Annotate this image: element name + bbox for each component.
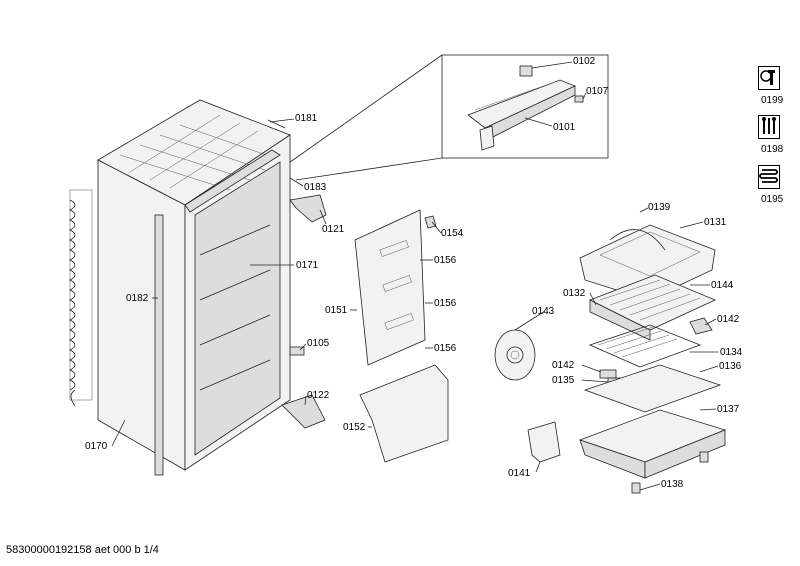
label-0101: 0101 [553, 122, 576, 133]
part-0181 [184, 149, 281, 213]
label-0135: 0135 [552, 375, 575, 386]
label-0122: 0122 [307, 390, 330, 401]
part-0107 [574, 95, 584, 103]
part-0152 [359, 364, 449, 463]
part-0143-fan [494, 329, 536, 381]
label-0182: 0182 [126, 293, 149, 304]
label-0156-top: 0156 [434, 255, 457, 266]
leader-lines [111, 61, 719, 491]
part-0105 [289, 346, 305, 356]
label-0154: 0154 [441, 228, 464, 239]
part-0134-heater [588, 324, 702, 368]
label-0136: 0136 [719, 361, 742, 372]
label-0151: 0151 [325, 305, 348, 316]
symbol-label-0198: 0198 [761, 144, 784, 155]
label-0139: 0139 [648, 202, 671, 213]
tools-icon [758, 115, 780, 139]
part-0131-cover [579, 224, 716, 301]
part-0154 [424, 215, 437, 229]
part-0170-cabinet [97, 99, 291, 476]
part-0101 [467, 79, 577, 151]
label-0131: 0131 [704, 217, 727, 228]
part-0102 [519, 65, 533, 77]
label-0144: 0144 [711, 280, 734, 291]
part-0139 [609, 229, 666, 251]
wrench-icon [758, 66, 780, 90]
heating-coil-icon [758, 165, 780, 189]
label-0138: 0138 [661, 479, 684, 490]
label-0121: 0121 [322, 224, 345, 235]
label-0137: 0137 [717, 404, 740, 415]
label-0181: 0181 [295, 113, 318, 124]
label-0171: 0171 [296, 260, 319, 271]
label-0156-middle: 0156 [434, 298, 457, 309]
part-0181-rail [267, 119, 286, 129]
part-0142-right [689, 317, 713, 335]
part-0141 [527, 421, 561, 463]
label-0143: 0143 [532, 306, 555, 317]
part-0138-foot-b [631, 482, 641, 494]
part-0121 [289, 194, 327, 223]
part-0137-tray [578, 409, 727, 479]
label-0132: 0132 [563, 288, 586, 299]
label-0105: 0105 [307, 338, 330, 349]
label-0134: 0134 [720, 347, 743, 358]
label-0156-bottom: 0156 [434, 343, 457, 354]
label-0102: 0102 [573, 56, 596, 67]
part-0142-left [599, 369, 617, 379]
label-0170: 0170 [85, 441, 108, 452]
label-0183: 0183 [304, 182, 327, 193]
symbol-label-0195: 0195 [761, 194, 784, 205]
label-0152: 0152 [343, 422, 366, 433]
rear-condenser-coil [69, 189, 93, 407]
part-0151-panel [354, 209, 426, 366]
symbol-label-0199: 0199 [761, 95, 784, 106]
label-0107: 0107 [586, 86, 609, 97]
label-0142-right: 0142 [717, 314, 740, 325]
part-0138-foot-a [699, 451, 709, 463]
part-0122 [281, 394, 326, 429]
part-0136 [583, 364, 722, 413]
label-0142-left: 0142 [552, 360, 575, 371]
label-0141: 0141 [508, 468, 531, 479]
document-footer: 58300000192158 aet 000 b 1/4 [6, 544, 159, 556]
detail-inset-frame [441, 54, 609, 159]
